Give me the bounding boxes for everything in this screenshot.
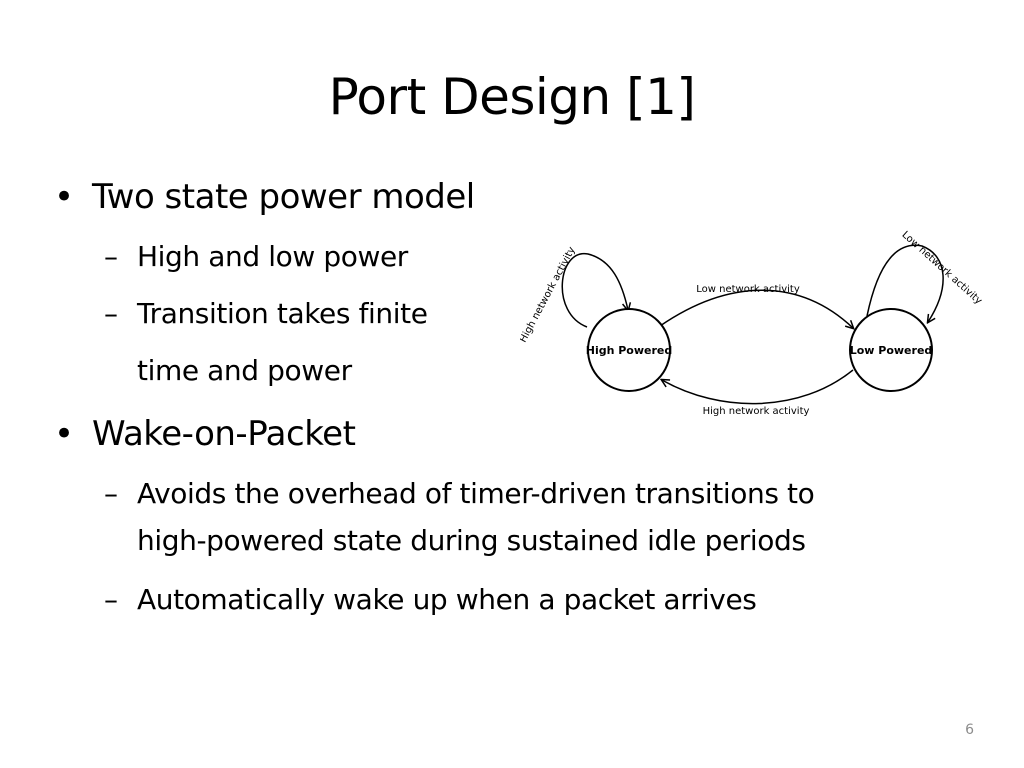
- edge-high-to-low: [659, 289, 853, 328]
- sub-bullet-dash: –: [104, 477, 118, 510]
- sub-bullet-avoids-overhead-line-1: Avoids the overhead of timer-driven tran…: [137, 477, 815, 510]
- sub-bullet-dash: –: [104, 240, 118, 273]
- page-number: 6: [965, 722, 974, 738]
- edge-low-to-high: [662, 369, 854, 405]
- sub-bullet-high-low-power: High and low power: [137, 240, 408, 273]
- state-diagram: Low network activity High network activi…: [520, 229, 984, 417]
- sub-bullet-dash: –: [104, 297, 118, 330]
- edge-label-high-to-low: Low network activity: [696, 284, 800, 295]
- edge-label-high-self-loop: High network activity: [520, 245, 578, 345]
- node-label-high-powered: High Powered: [586, 344, 673, 357]
- edge-low-self-loop: [866, 244, 944, 322]
- node-high-powered: [587, 308, 671, 392]
- bullet-marker: •: [54, 414, 75, 454]
- bullet-marker: •: [54, 177, 75, 217]
- sub-bullet-automatically-wake-up: Automatically wake up when a packet arri…: [137, 583, 757, 616]
- sub-bullet-dash: –: [104, 583, 118, 616]
- sub-bullet-avoids-overhead-line-2: high-powered state during sustained idle…: [137, 524, 806, 557]
- node-label-low-powered: Low Powered: [850, 344, 933, 357]
- slide-title: Port Design [1]: [328, 68, 696, 126]
- edge-label-low-to-high: High network activity: [703, 406, 810, 417]
- edge-label-low-self-loop: Low network activity: [900, 229, 984, 306]
- sub-bullet-transition-line-2: time and power: [137, 354, 352, 387]
- sub-bullet-transition-line-1: Transition takes finite: [137, 297, 428, 330]
- node-low-powered: [849, 308, 933, 392]
- edge-high-self-loop: [561, 253, 628, 328]
- bullet-wake-on-packet: Wake-on-Packet: [92, 414, 356, 454]
- bullet-two-state-power-model: Two state power model: [92, 177, 475, 217]
